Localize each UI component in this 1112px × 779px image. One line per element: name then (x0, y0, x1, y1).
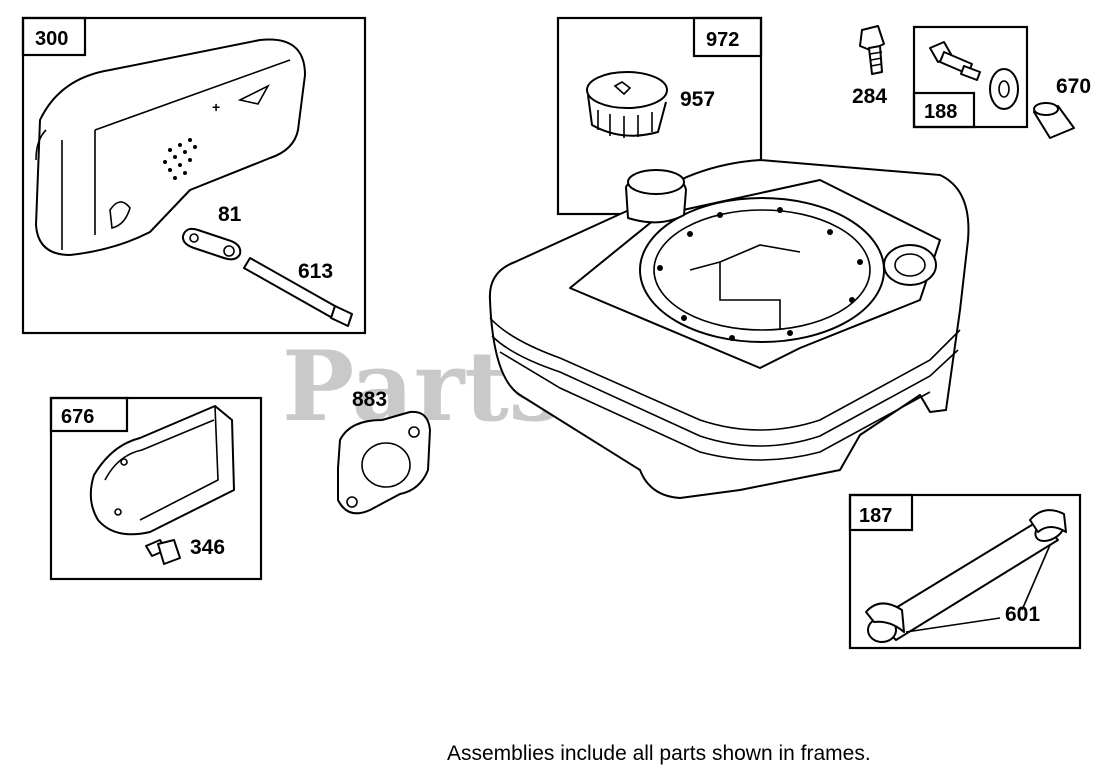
frame-187[interactable]: 187 (848, 493, 1082, 650)
callout-957: 957 (680, 88, 715, 111)
frame-187-border (848, 493, 1082, 650)
screw-346[interactable] (145, 539, 181, 565)
muffler-bolt-613[interactable] (243, 257, 353, 327)
frame-300[interactable]: 300 (21, 16, 367, 335)
muffler-gasket-81[interactable] (181, 227, 242, 261)
footer-note: Assemblies include all parts shown in fr… (447, 742, 871, 765)
frame-300-label-box (21, 16, 87, 57)
callout-613: 613 (298, 260, 333, 283)
frame-300-border (21, 16, 367, 335)
frame-187-label-box (848, 493, 914, 532)
frame-676-border (49, 396, 263, 581)
frame-972-label: 972 (706, 29, 739, 51)
shoulder-bolt-part[interactable] (929, 41, 1019, 110)
bolt-284[interactable] (859, 25, 885, 75)
fuel-tank-part[interactable] (488, 159, 970, 499)
spacer-670[interactable] (1033, 102, 1075, 139)
heat-shield-part[interactable] (89, 405, 235, 536)
callout-601: 601 (1005, 603, 1040, 626)
frame-188-label: 188 (924, 101, 957, 123)
fuel-line-part[interactable] (865, 509, 1069, 643)
muffler-part[interactable]: + (35, 38, 306, 256)
callout-81: 81 (218, 203, 242, 226)
fuel-cap-part[interactable] (586, 71, 668, 138)
callout-670: 670 (1056, 75, 1091, 98)
gasket-883[interactable] (337, 410, 431, 515)
frame-188[interactable]: 188 (912, 25, 1029, 129)
frame-300-label: 300 (35, 28, 68, 50)
frame-188-label-box (912, 91, 976, 129)
frame-972-label-box (692, 16, 763, 58)
frame-676-label-box (49, 396, 129, 433)
frame-676[interactable]: 676 (49, 396, 263, 581)
muffler-vent-holes (163, 138, 197, 180)
callout-284: 284 (852, 85, 887, 108)
callout-346: 346 (190, 536, 225, 559)
callout-883: 883 (352, 388, 387, 411)
frame-187-label: 187 (859, 505, 892, 527)
tank-screw-holes (657, 207, 863, 341)
plus-mark: + (212, 99, 220, 115)
frame-676-label: 676 (61, 406, 94, 428)
